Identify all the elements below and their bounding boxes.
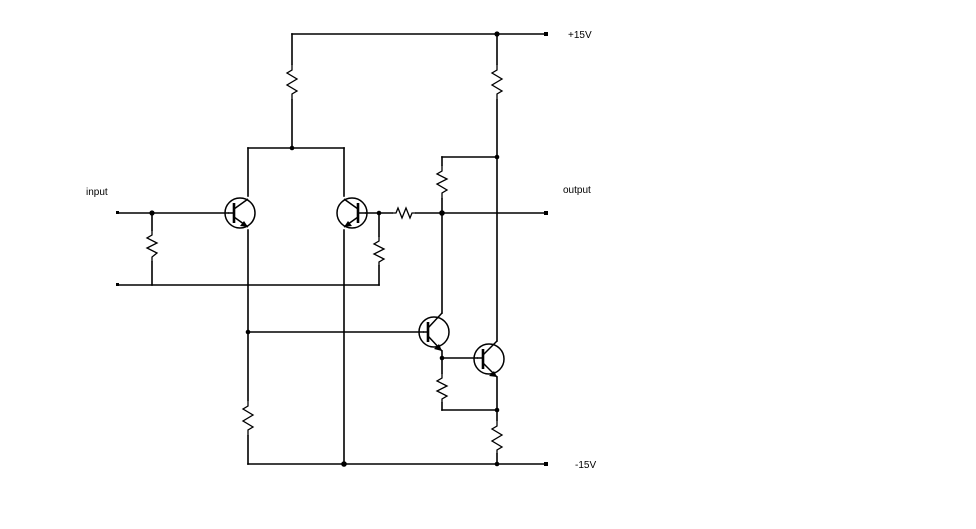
- resistor-bias: [241, 400, 255, 436]
- resistor-top-right: [490, 64, 504, 100]
- transistor-q4: [473, 340, 505, 378]
- resistor-feedback: [435, 165, 449, 199]
- resistor-input: [145, 230, 159, 262]
- wires: [117, 33, 547, 465]
- junction-dots: [149, 31, 500, 467]
- negative-supply-label: -15V: [575, 460, 596, 471]
- transistor-q1: [224, 197, 256, 229]
- terminals: [116, 32, 548, 466]
- positive-supply-label: +15V: [568, 30, 592, 41]
- transistor-q2: [336, 197, 368, 229]
- input-label: input: [86, 187, 108, 198]
- resistor-base-shunt: [372, 236, 386, 266]
- resistor-output-emitter: [490, 420, 504, 454]
- resistor-top-tail: [285, 64, 299, 100]
- resistor-driver-emitter: [435, 373, 449, 403]
- resistors: [145, 64, 504, 454]
- output-label: output: [563, 185, 591, 196]
- resistor-series-base: [392, 206, 416, 220]
- transistor-q3: [418, 312, 450, 352]
